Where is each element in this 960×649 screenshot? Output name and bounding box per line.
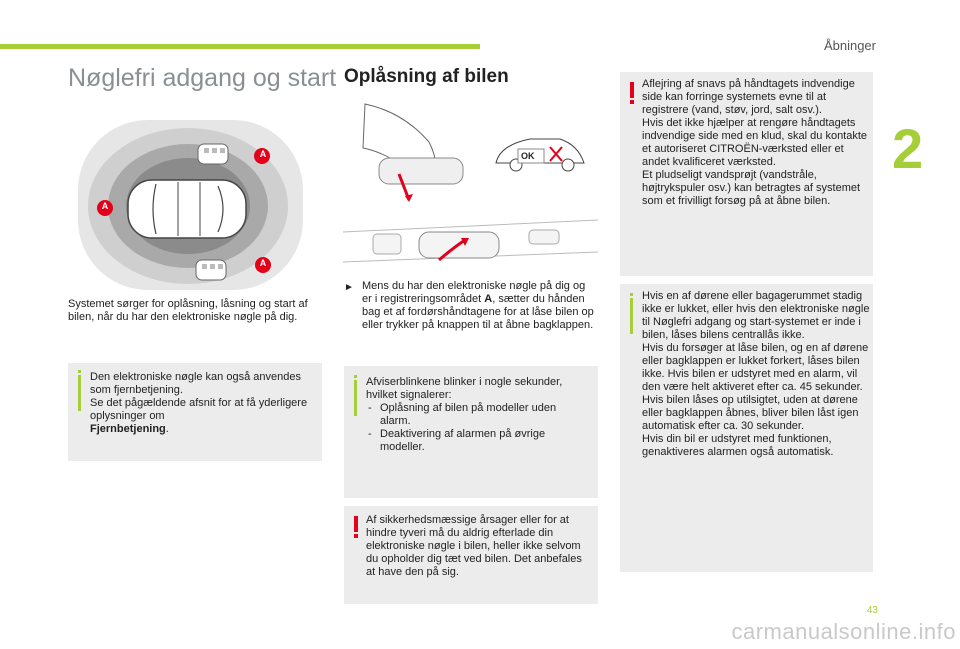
info-box-indicators: Afviserblinkene blinker i nogle sekunder… [344, 366, 598, 498]
intro-paragraph: Systemet sørger for oplåsning, låsning o… [68, 298, 308, 323]
warning-icon [630, 82, 634, 104]
info-icon [78, 370, 81, 411]
info-paragraph: Hvis du forsøger at låse bilen, og en af… [642, 342, 869, 393]
key-fob-icon [197, 143, 229, 165]
warning-box-dirt: Aflejring af snavs på håndtagets indvend… [620, 72, 873, 276]
info-intro: Afviserblinkene blinker i nogle sekunder… [366, 376, 563, 401]
tailgate-illustration [343, 219, 598, 263]
list-item: Deaktivering af alarmen på øvrige modell… [366, 428, 588, 454]
info-icon [354, 375, 357, 416]
watermark: carmanualsonline.info [731, 619, 956, 644]
info-paragraph: Hvis bilen låses op utilsigtet, uden at … [642, 394, 859, 432]
zone-label-a [97, 200, 113, 216]
warning-paragraph: Aflejring af snavs på håndtagets indvend… [642, 78, 855, 116]
section-title: Åbninger [823, 38, 876, 53]
zone-label-a [255, 257, 271, 273]
page-title: Nøglefri adgang og start [68, 64, 337, 92]
info-box-remote: Den elektroniske nøgle kan også anvendes… [68, 363, 322, 461]
zone-label-text: A [259, 258, 267, 268]
info-paragraph: Hvis en af dørene eller bagagerummet sta… [642, 290, 870, 341]
zone-label-a [254, 148, 270, 164]
warning-paragraph: Et pludseligt vandsprøjt (vandstråle, hø… [642, 169, 861, 207]
door-handle-illustration [362, 103, 464, 202]
page-number: 43 [866, 605, 878, 616]
warning-text: Af sikkerhedsmæssige årsager eller for a… [366, 514, 582, 578]
unlock-instruction: Mens du har den elektroniske nøgle på di… [362, 280, 594, 331]
info-line: Den elektroniske nøgle kan også anvendes… [90, 371, 301, 396]
section-heading: Oplåsning af bilen [344, 66, 509, 87]
header-bar [0, 44, 480, 49]
chapter-number: 2 [892, 117, 924, 180]
info-paragraph: Hvis din bil er udstyret med funktionen,… [642, 433, 834, 458]
list-item: Oplåsning af bilen på modeller uden alar… [366, 402, 588, 428]
zone-label-text: A [259, 149, 267, 159]
crossref-bold: Fjernbetjening [90, 423, 166, 435]
warning-box-key: Af sikkerhedsmæssige årsager eller for a… [344, 506, 598, 604]
info-icon [630, 293, 633, 334]
info-line: Se det pågældende afsnit for at få yderl… [90, 397, 308, 422]
zone-label-text: A [101, 201, 109, 211]
info-box-locking: Hvis en af dørene eller bagagerummet sta… [620, 284, 873, 572]
car-ok-illustration [495, 138, 585, 172]
ok-label: OK [521, 151, 535, 161]
warning-paragraph: Hvis det ikke hjælper at rengøre håndtag… [642, 117, 868, 168]
bullet-icon: ► [344, 282, 354, 293]
info-list: Oplåsning af bilen på modeller uden alar… [366, 402, 588, 454]
detection-zone-figure [78, 120, 303, 290]
warning-icon [354, 516, 358, 538]
key-fob-icon [195, 259, 227, 281]
